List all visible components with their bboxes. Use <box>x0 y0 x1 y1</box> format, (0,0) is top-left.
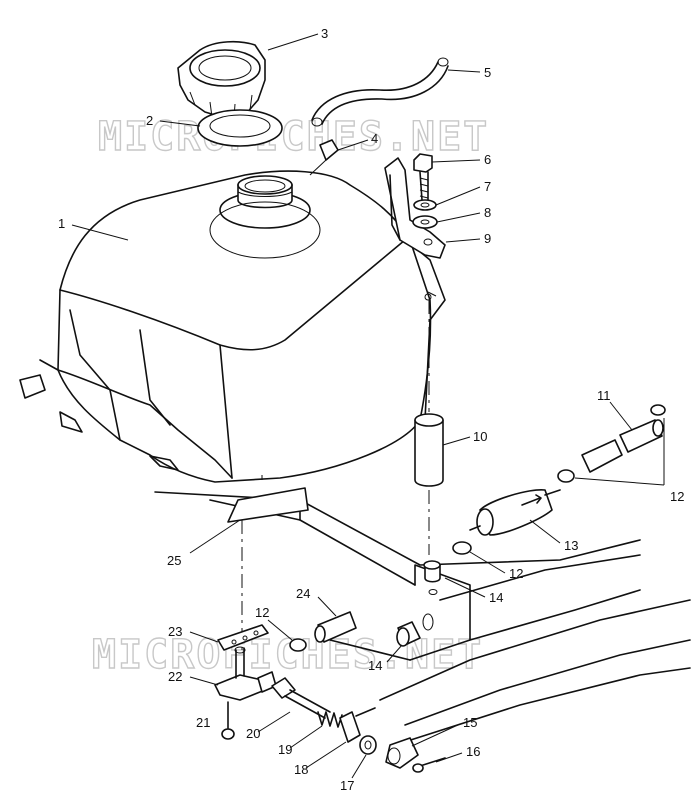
callout-15: 15 <box>463 715 477 730</box>
frame-hole <box>428 589 438 595</box>
bushing-14-upper <box>423 560 441 583</box>
tank-pad <box>227 487 309 523</box>
hose-clamp-12-left <box>289 638 307 652</box>
bolt-6 <box>413 153 433 201</box>
fuel-hose-24 <box>314 611 357 643</box>
spring-19 <box>317 711 343 728</box>
callout-16: 16 <box>466 744 480 759</box>
callout-12-right: 12 <box>670 489 684 504</box>
fuel-hose-11 <box>581 419 664 473</box>
washer-17 <box>359 735 377 755</box>
lock-washer-7 <box>413 199 437 211</box>
callout-21: 21 <box>196 715 210 730</box>
leader-lines <box>71 33 665 779</box>
vent-fitting <box>309 139 339 176</box>
callout-4: 4 <box>371 131 378 146</box>
hose-clamp-12-right <box>557 404 666 483</box>
callout-22: 22 <box>168 669 182 684</box>
washer-8 <box>412 215 438 229</box>
frame-rails <box>154 491 691 746</box>
callout-1: 1 <box>58 216 65 231</box>
screw-16 <box>412 757 446 773</box>
spacer-10 <box>414 413 444 487</box>
callout-25: 25 <box>167 553 181 568</box>
vent-hose <box>311 57 449 127</box>
callout-19: 19 <box>278 742 292 757</box>
hose-clamp-12-filter <box>452 541 472 555</box>
valve-shaft <box>271 677 331 719</box>
callout-5: 5 <box>484 65 491 80</box>
watermark-top: MICROFICHES.NET <box>98 114 489 160</box>
callout-12-left: 12 <box>255 605 269 620</box>
callout-17: 17 <box>340 778 354 793</box>
screw-21 <box>221 701 235 740</box>
valve-knob <box>385 737 419 769</box>
valve-plate <box>217 624 269 651</box>
callout-13: 13 <box>564 538 578 553</box>
callout-14-upper: 14 <box>489 590 503 605</box>
valve-lever <box>339 707 376 743</box>
callout-10: 10 <box>473 429 487 444</box>
callout-12-filter: 12 <box>509 566 523 581</box>
cap-gasket <box>197 109 283 147</box>
fuel-valve <box>214 646 277 701</box>
callout-6: 6 <box>484 152 491 167</box>
callout-7: 7 <box>484 179 491 194</box>
callout-labels: 1 2 3 4 5 6 7 8 9 10 11 12 12 12 13 14 1… <box>58 26 684 793</box>
callout-14-lower: 14 <box>368 658 382 673</box>
callout-3: 3 <box>321 26 328 41</box>
axis-line-valve <box>241 475 263 650</box>
fuel-tank <box>19 170 446 483</box>
callout-11: 11 <box>597 388 611 403</box>
callout-24: 24 <box>296 586 310 601</box>
mount-bracket <box>384 157 446 259</box>
callout-2: 2 <box>146 113 153 128</box>
callout-20: 20 <box>246 726 260 741</box>
callout-8: 8 <box>484 205 491 220</box>
bushing-14-lower <box>396 621 421 647</box>
fuel-filter <box>469 489 561 536</box>
callout-23: 23 <box>168 624 182 639</box>
fuel-cap <box>177 40 266 119</box>
callout-9: 9 <box>484 231 491 246</box>
callout-18: 18 <box>294 762 308 777</box>
